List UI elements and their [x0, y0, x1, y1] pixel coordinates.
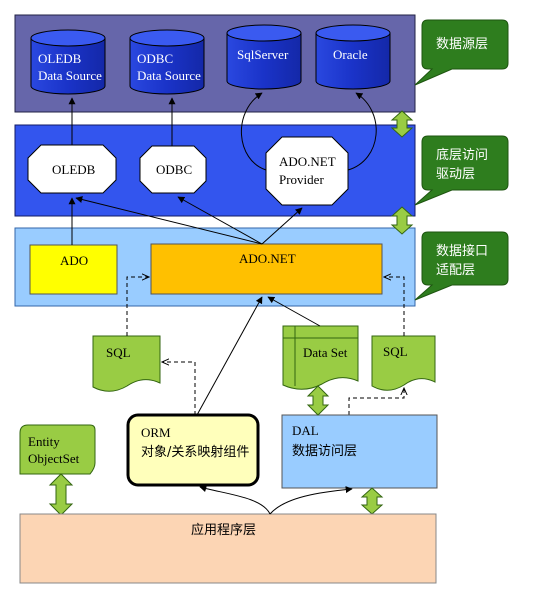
source-label-2: ODBC [137, 51, 173, 66]
dal-label-2: 数据访问层 [292, 444, 357, 459]
adonet-inbound-arrows [196, 296, 321, 416]
adapter-layer: ADO ADO.NET [14, 227, 416, 307]
badge-adapter-label-2: 适配层 [436, 263, 475, 278]
source-label-1: OLEDB [38, 51, 82, 66]
driver-odbc: ODBC [139, 145, 207, 194]
entity-label-1: Entity [28, 434, 60, 449]
source-label-1b: Data Source [38, 68, 102, 83]
cylinder-odbc: ODBC Data Source [129, 29, 205, 95]
entity-objectset: Entity ObjectSet [19, 424, 96, 475]
orm-label-2: 对象/关系映射组件 [141, 444, 249, 460]
layer-double-arrows [390, 110, 414, 235]
entity-label-2: ObjectSet [28, 451, 80, 466]
green-double-arrows [48, 385, 384, 516]
driver-adonet-provider: ADO.NET Provider [265, 136, 349, 206]
doc-dataset-label: Data Set [303, 345, 348, 360]
driver-label-3b: Provider [279, 172, 324, 187]
badge-driver-label-2: 驱动层 [436, 167, 475, 182]
badge-adapter-label-1: 数据接口 [436, 243, 488, 259]
badge-data-source-label: 数据源层 [436, 37, 488, 52]
driver-label-1: OLEDB [52, 162, 96, 177]
adonet-label: ADO.NET [239, 251, 296, 266]
source-label-4: Oracle [333, 47, 368, 62]
orm-box: ORM 对象/关系映射组件 [126, 413, 260, 487]
orm-label-1: ORM [141, 425, 171, 440]
dal-box: DAL 数据访问层 [281, 414, 438, 489]
cylinder-oledb: OLEDB Data Source [30, 29, 106, 95]
doc-sql-left-label: SQL [106, 345, 131, 360]
source-label-3: SqlServer [237, 47, 289, 62]
doc-sql-right: SQL [371, 335, 436, 391]
source-label-2b: Data Source [137, 68, 201, 83]
driver-label-3: ADO.NET [279, 154, 336, 169]
dal-label-1: DAL [292, 423, 319, 438]
badge-driver: 底层访问 驱动层 [414, 135, 509, 206]
cylinder-sqlserver: SqlServer [226, 24, 302, 90]
app-curved-arrows [199, 485, 353, 515]
app-layer: 应用程序层 [19, 513, 437, 584]
ado-box [29, 244, 118, 295]
adapter-to-driver-arrows [68, 196, 303, 245]
dashed-arrows [126, 277, 404, 415]
ado-label: ADO [60, 253, 88, 268]
driver-label-2: ODBC [156, 162, 192, 177]
doc-sql-left: SQL [92, 335, 161, 392]
badge-adapter: 数据接口 适配层 [414, 231, 509, 301]
driver-oledb: OLEDB [27, 144, 117, 194]
data-source-layer: OLEDB Data Source ODBC Data Source SqlSe… [14, 14, 416, 113]
doc-sql-right-label: SQL [383, 344, 408, 359]
badge-driver-label-1: 底层访问 [436, 147, 488, 163]
app-label: 应用程序层 [191, 522, 256, 538]
adonet-box [150, 243, 383, 295]
cylinder-oracle: Oracle [315, 24, 391, 90]
driver-layer: OLEDB ODBC ADO.NET Provider [14, 124, 416, 217]
doc-dataset: Data Set [282, 325, 359, 390]
driver-to-source-arrows [68, 92, 377, 171]
badge-data-source: 数据源层 [414, 19, 509, 86]
